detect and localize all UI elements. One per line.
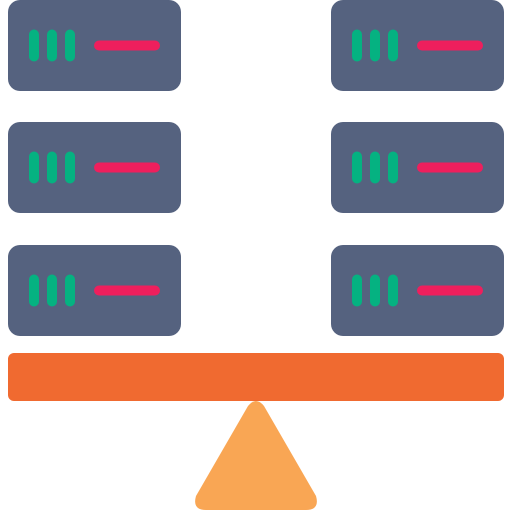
status-led-icon	[29, 274, 39, 307]
right-server-stack	[331, 0, 504, 336]
status-led-icon	[65, 274, 75, 307]
left-server-3	[8, 245, 181, 336]
status-led-icon	[370, 151, 380, 184]
drive-slot-icon	[417, 162, 483, 173]
status-led-icon	[47, 29, 57, 62]
drive-slot-icon	[417, 40, 483, 51]
status-led-icon	[65, 151, 75, 184]
status-led-icon	[65, 29, 75, 62]
balance-beam	[8, 353, 504, 401]
right-server-3	[331, 245, 504, 336]
left-server-1	[8, 0, 181, 91]
drive-slot-icon	[417, 285, 483, 296]
status-led-icon	[388, 151, 398, 184]
status-led-icon	[47, 274, 57, 307]
status-led-icon	[370, 29, 380, 62]
left-server-stack	[8, 0, 181, 336]
drive-slot-icon	[94, 285, 160, 296]
status-led-icon	[29, 151, 39, 184]
left-server-2	[8, 122, 181, 213]
status-led-icon	[388, 29, 398, 62]
drive-slot-icon	[94, 162, 160, 173]
status-led-icon	[352, 29, 362, 62]
status-led-icon	[47, 151, 57, 184]
status-led-icon	[29, 29, 39, 62]
status-led-icon	[370, 274, 380, 307]
status-led-icon	[352, 151, 362, 184]
right-server-2	[331, 122, 504, 213]
status-led-icon	[388, 274, 398, 307]
status-led-icon	[352, 274, 362, 307]
drive-slot-icon	[94, 40, 160, 51]
right-server-1	[331, 0, 504, 91]
fulcrum-triangle	[195, 401, 317, 510]
